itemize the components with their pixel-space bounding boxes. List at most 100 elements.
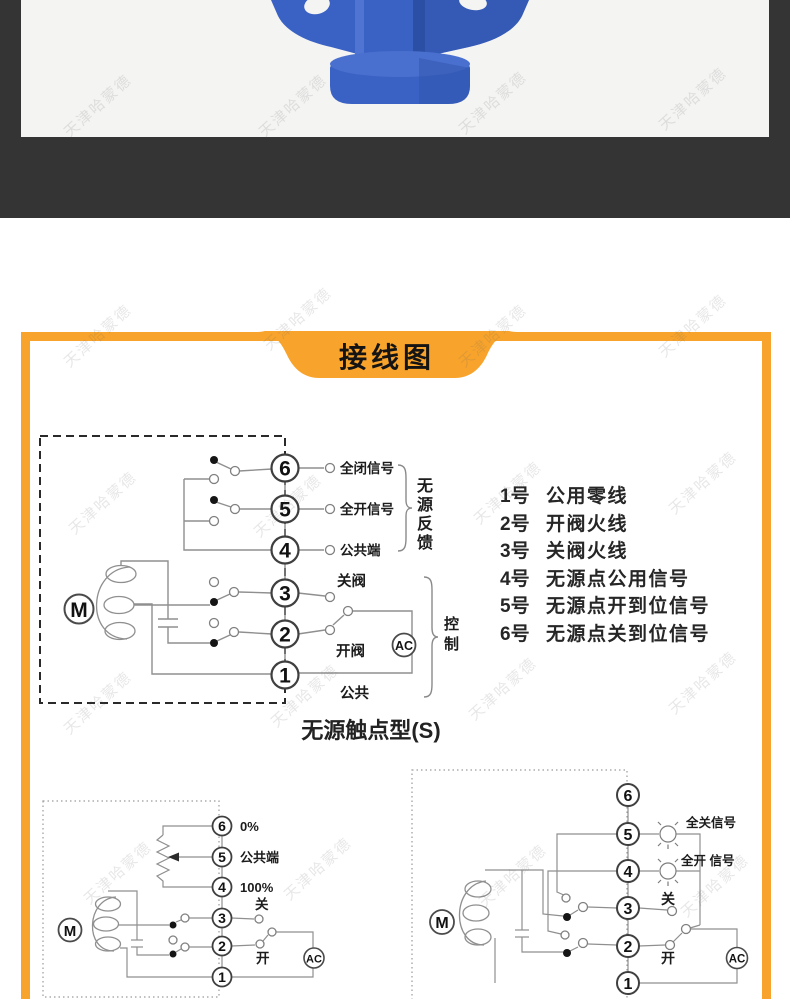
svg-text:2: 2 [218, 938, 226, 954]
diagram1-caption: 无源触点型(S) [301, 718, 441, 743]
legend-row: 2号开阀火线 [500, 511, 710, 539]
legend-desc: 开阀火线 [546, 513, 629, 535]
switch-contacts [168, 913, 277, 958]
motor-coil [458, 880, 492, 946]
legend-desc: 无源点关到位信号 [546, 623, 711, 645]
top-dark-band [0, 0, 790, 218]
terminal: 4 [616, 859, 640, 883]
terminal: 2 [270, 619, 300, 649]
legend-row: 6号无源点关到位信号 [500, 621, 710, 649]
terminal-label: 关 [661, 891, 675, 907]
svg-text:2: 2 [279, 624, 291, 647]
motor-label: M [70, 599, 88, 622]
terminal: 6 [270, 453, 300, 483]
terminal-label: 关阀 [337, 572, 366, 590]
wires [108, 825, 314, 978]
terminal-label: 0% [240, 819, 259, 834]
terminal: 4 [211, 876, 233, 898]
terminal-label: 100% [240, 880, 274, 895]
legend-row: 1号公用零线 [500, 483, 710, 511]
ac-source-icon: AC [725, 946, 749, 970]
terminal-label: 关 [255, 896, 269, 912]
legend-row: 4号无源点公用信号 [500, 566, 710, 594]
motor-icon: M [63, 593, 95, 625]
lamp-icon [657, 858, 679, 886]
terminal: 2 [616, 934, 640, 958]
svg-text:1: 1 [218, 969, 226, 985]
brace-feedback [397, 464, 413, 552]
svg-text:5: 5 [279, 499, 291, 522]
legend-num: 3号 [500, 541, 530, 563]
terminal-label: 公共端 [240, 850, 279, 865]
terminal-column: 6 5 4 3 2 1 [211, 815, 233, 988]
switch-contacts [208, 456, 354, 647]
diagram-potentiometer: M AC 6 5 4 3 2 1 0% 公共端 [42, 800, 325, 998]
terminal-label: 公共端 [340, 542, 381, 558]
legend-num: 4号 [500, 568, 530, 590]
dashed-enclosure [39, 435, 286, 704]
title-tab-shape [257, 331, 517, 378]
motor-label: M [64, 923, 77, 940]
terminal-label: 全关信号 [685, 815, 736, 830]
stem-highlight [355, 0, 364, 72]
dotted-enclosure [42, 800, 220, 998]
legend-desc: 关阀火线 [546, 541, 629, 563]
legend-desc: 无源点公用信号 [546, 568, 690, 590]
svg-text:5: 5 [218, 849, 226, 865]
ac-label: AC [306, 954, 322, 966]
svg-text:3: 3 [218, 910, 226, 926]
flange-hole-right [459, 0, 487, 11]
svg-text:1: 1 [624, 976, 633, 993]
potentiometer-icon [155, 834, 213, 888]
terminal-label: 开 [256, 951, 270, 966]
terminal-label: 全开信号 [339, 501, 394, 517]
terminal: 1 [270, 660, 300, 690]
terminal: 3 [270, 578, 300, 608]
lamp-icon [657, 821, 679, 849]
terminal: 5 [616, 822, 640, 846]
terminal: 1 [616, 971, 640, 995]
terminal: 1 [211, 966, 233, 988]
terminal-label: 全开 信号 [680, 853, 734, 868]
terminal: 3 [616, 896, 640, 920]
terminal: 6 [211, 815, 233, 837]
terminal-label: 全闭信号 [339, 460, 394, 476]
terminal-labels: 全闭信号 全开信号 公共端 关阀 开阀 公共 [336, 460, 394, 702]
legend-desc: 公用零线 [546, 486, 629, 507]
terminal: 2 [211, 935, 233, 957]
terminal: 6 [616, 783, 640, 807]
flange-shade [425, 0, 529, 55]
flange-hole-left [304, 0, 330, 15]
svg-text:4: 4 [218, 879, 226, 895]
svg-text:4: 4 [279, 540, 291, 563]
motor-coil [91, 896, 122, 952]
svg-text:1: 1 [279, 665, 291, 688]
terminal-label: 公共 [340, 685, 369, 702]
diagram-lamp-feedback: M AC 6 5 4 3 [411, 769, 749, 999]
motor-icon: M [429, 909, 455, 935]
product-photo [21, 0, 769, 137]
terminal-labels: 全关信号 全开 信号 关 开 [661, 815, 736, 966]
svg-text:3: 3 [279, 583, 291, 606]
section-title: 接线图 [338, 342, 435, 373]
motor-label: M [435, 915, 448, 932]
brace-control [423, 576, 439, 698]
wires [120, 461, 413, 675]
terminal-label: 开 [661, 950, 675, 966]
terminal-column: 6 5 4 3 2 1 [616, 783, 640, 995]
svg-text:6: 6 [279, 458, 291, 481]
svg-text:4: 4 [624, 864, 633, 881]
valve-illustration [271, 0, 529, 104]
terminal: 5 [270, 494, 300, 524]
dotted-enclosure [411, 769, 628, 999]
legend-num: 5号 [500, 596, 530, 618]
diagram-passive-contact: M AC 6 5 4 3 2 1 [39, 435, 439, 704]
ac-source-icon: AC [391, 632, 417, 658]
switch-contacts [560, 893, 692, 957]
motor-coil [95, 564, 137, 641]
terminal-legend: 1号公用零线 2号开阀火线 3号关阀火线 4号无源点公用信号 5号无源点开到位信… [500, 483, 710, 649]
terminal-column: 6 5 4 3 2 1 [270, 453, 300, 690]
legend-row: 3号关阀火线 [500, 538, 710, 566]
terminal-labels: 0% 公共端 100% 关 开 [240, 819, 279, 966]
